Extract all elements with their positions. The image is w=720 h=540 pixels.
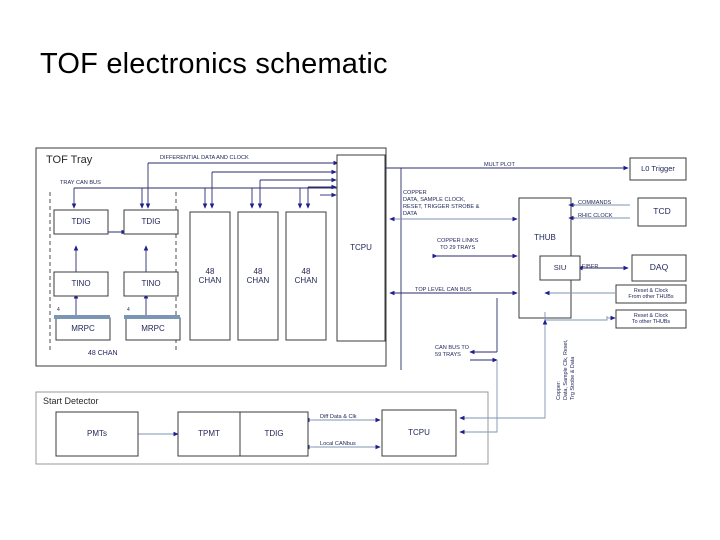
tino-box-1[interactable]: TINO bbox=[71, 279, 91, 289]
page-title: TOF electronics schematic bbox=[40, 48, 388, 80]
chan-box-1[interactable]: 48 CHAN bbox=[198, 266, 222, 285]
tcpu-box-tray[interactable]: TCPU bbox=[350, 243, 372, 253]
copper-links-label: COPPER LINKS TO 29 TRAYS bbox=[437, 238, 479, 251]
tino-box-2[interactable]: TINO bbox=[141, 279, 161, 289]
tcpu-box-start[interactable]: TCPU bbox=[408, 428, 430, 438]
tcd-box[interactable]: TCD bbox=[653, 206, 671, 217]
copper-vertical-label: Copper: Data, Sample Clk, Reset, Trg Str… bbox=[556, 339, 577, 400]
tray-chan-footer: 48 CHAN bbox=[88, 350, 118, 357]
tdig-box-1[interactable]: TDIG bbox=[71, 217, 91, 227]
thub-box[interactable]: THUB bbox=[534, 233, 556, 243]
tpmt-box[interactable]: TPMT bbox=[198, 429, 220, 439]
local-canbus-label: Local CANbus bbox=[320, 441, 356, 447]
reset-clock-to-thubs-box[interactable]: Reset & Clock To other THUBs bbox=[631, 312, 671, 325]
tdig-box-2[interactable]: TDIG bbox=[141, 217, 161, 227]
mrpc-stack-marker-1: 4 bbox=[57, 307, 60, 313]
chan-box-2[interactable]: 48 CHAN bbox=[246, 266, 270, 285]
fiber-label: FIBER bbox=[582, 264, 599, 270]
mrpc-box-2[interactable]: MRPC bbox=[141, 324, 165, 334]
tof-tray-group-label: TOF Tray bbox=[46, 154, 93, 166]
top-level-can-bus-label: TOP LEVEL CAN BUS bbox=[415, 287, 472, 293]
tray-can-bus-label: TRAY CAN BUS bbox=[60, 180, 101, 186]
daq-box[interactable]: DAQ bbox=[649, 262, 669, 273]
chan-box-3[interactable]: 48 CHAN bbox=[294, 266, 318, 285]
siu-box[interactable]: SIU bbox=[553, 262, 567, 272]
commands-label: COMMANDS bbox=[578, 200, 612, 206]
can-bus-trays-label: CAN BUS TO 59 TRAYS bbox=[435, 345, 469, 358]
mrpc-stack-marker-2: 4 bbox=[127, 307, 130, 313]
differential-data-clock-label: DIFFERENTIAL DATA AND CLOCK bbox=[160, 155, 249, 161]
pmts-box[interactable]: PMTs bbox=[87, 429, 107, 439]
start-detector-group-label: Start Detector bbox=[43, 396, 99, 406]
rhic-clock-label: RHIC CLOCK bbox=[578, 213, 613, 219]
mult-plot-label: MULT PLOT bbox=[484, 162, 515, 168]
mrpc-box-1[interactable]: MRPC bbox=[71, 324, 95, 334]
tdig-box-start[interactable]: TDIG bbox=[264, 429, 284, 439]
copper-data-label: COPPER DATA, SAMPLE CLOCK, RESET, TRIGGE… bbox=[403, 190, 480, 217]
l0-trigger-box[interactable]: L0 Trigger bbox=[641, 163, 675, 173]
reset-clock-from-thubs-box[interactable]: Reset & Clock From other THUBs bbox=[628, 287, 674, 300]
diff-data-clk-label: Diff Data & Clk bbox=[320, 414, 357, 420]
